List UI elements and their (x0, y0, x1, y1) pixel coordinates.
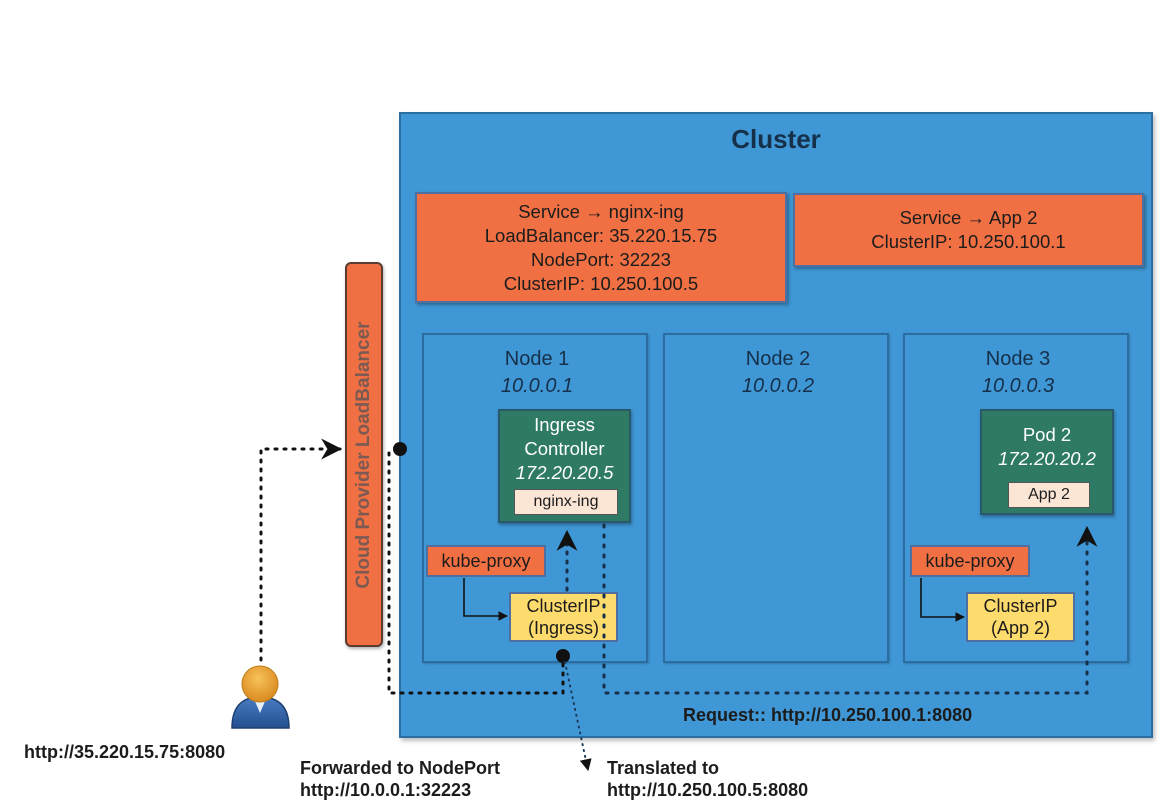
container-app2[interactable]: App 2 (1008, 482, 1090, 508)
pod-ip: 172.20.20.5 (515, 462, 614, 483)
forwarded-line: http://10.0.0.1:32223 (300, 780, 472, 800)
service-line: NodePort: 32223 (531, 248, 671, 270)
service-line: ClusterIP: 10.250.100.1 (871, 231, 1066, 252)
cluster-ip-line: (Ingress) (527, 618, 599, 638)
translated-line: Translated to (607, 758, 720, 778)
container-nginx-ing[interactable]: nginx-ing (514, 489, 618, 515)
cluster-ip-line: ClusterIP (526, 596, 601, 616)
node-ip: 10.0.0.2 (741, 375, 815, 397)
cluster-ip-line: ClusterIP (983, 596, 1058, 616)
node-2[interactable]: Node 2 10.0.0.2 (663, 333, 889, 663)
lb-to-nodeport-line (387, 451, 565, 695)
user-url: http://35.220.15.75:8080 (24, 742, 226, 762)
kube-proxy-node1-arrow (463, 578, 508, 621)
pod-title-line: Pod 2 (1022, 424, 1072, 445)
node-ip: 10.0.0.3 (981, 375, 1055, 397)
pod-ip: 172.20.20.2 (998, 448, 1096, 469)
request-caption: Request:: http://10.250.100.1:8080 (683, 705, 973, 725)
nodeport-to-translated-line (564, 661, 592, 772)
cluster-ip-line: (App 2) (990, 618, 1051, 638)
translated-line: http://10.250.100.5:8080 (607, 780, 809, 800)
node-title: Node 2 (745, 348, 811, 370)
kube-proxy-node3[interactable]: kube-proxy (910, 545, 1030, 577)
service-nginx-ing[interactable]: Service → nginx-ing LoadBalancer: 35.220… (415, 192, 787, 303)
node-title: Node 3 (985, 348, 1051, 370)
service-app2[interactable]: Service → App 2 ClusterIP: 10.250.100.1 (793, 193, 1144, 267)
translated-caption: Translated to http://10.250.100.5:8080 (607, 757, 808, 801)
service-line: Service → nginx-ing (518, 200, 684, 222)
node-title: Node 1 (504, 348, 570, 370)
cluster-title: Cluster (731, 124, 821, 154)
kube-proxy-node1[interactable]: kube-proxy (426, 545, 546, 577)
service-line: ClusterIP: 10.250.100.5 (503, 272, 699, 294)
ingress-to-app2-line (602, 523, 1098, 695)
service-line: Service → App 2 (899, 207, 1038, 228)
user-icon (231, 665, 290, 729)
kube-proxy-node3-arrow (920, 578, 965, 622)
lb-entry-dot (393, 442, 407, 456)
forwarded-line: Forwarded to NodePort (300, 758, 501, 778)
cluster-ip-ingress[interactable]: ClusterIP (Ingress) (509, 592, 618, 642)
forwarded-caption: Forwarded to NodePort http://10.0.0.1:32… (300, 757, 500, 801)
node-ip: 10.0.0.1 (500, 375, 574, 397)
user-to-lb-line (259, 438, 343, 662)
pod-title-line: Controller (524, 438, 605, 459)
cluster-ip-app2[interactable]: ClusterIP (App 2) (966, 592, 1075, 642)
nodeport-dot (556, 649, 570, 663)
service-line: LoadBalancer: 35.220.15.75 (484, 224, 718, 246)
pod-title-line: Ingress (534, 414, 595, 435)
cloud-provider-load-balancer[interactable]: Cloud Provider LoadBalancer (345, 262, 383, 647)
